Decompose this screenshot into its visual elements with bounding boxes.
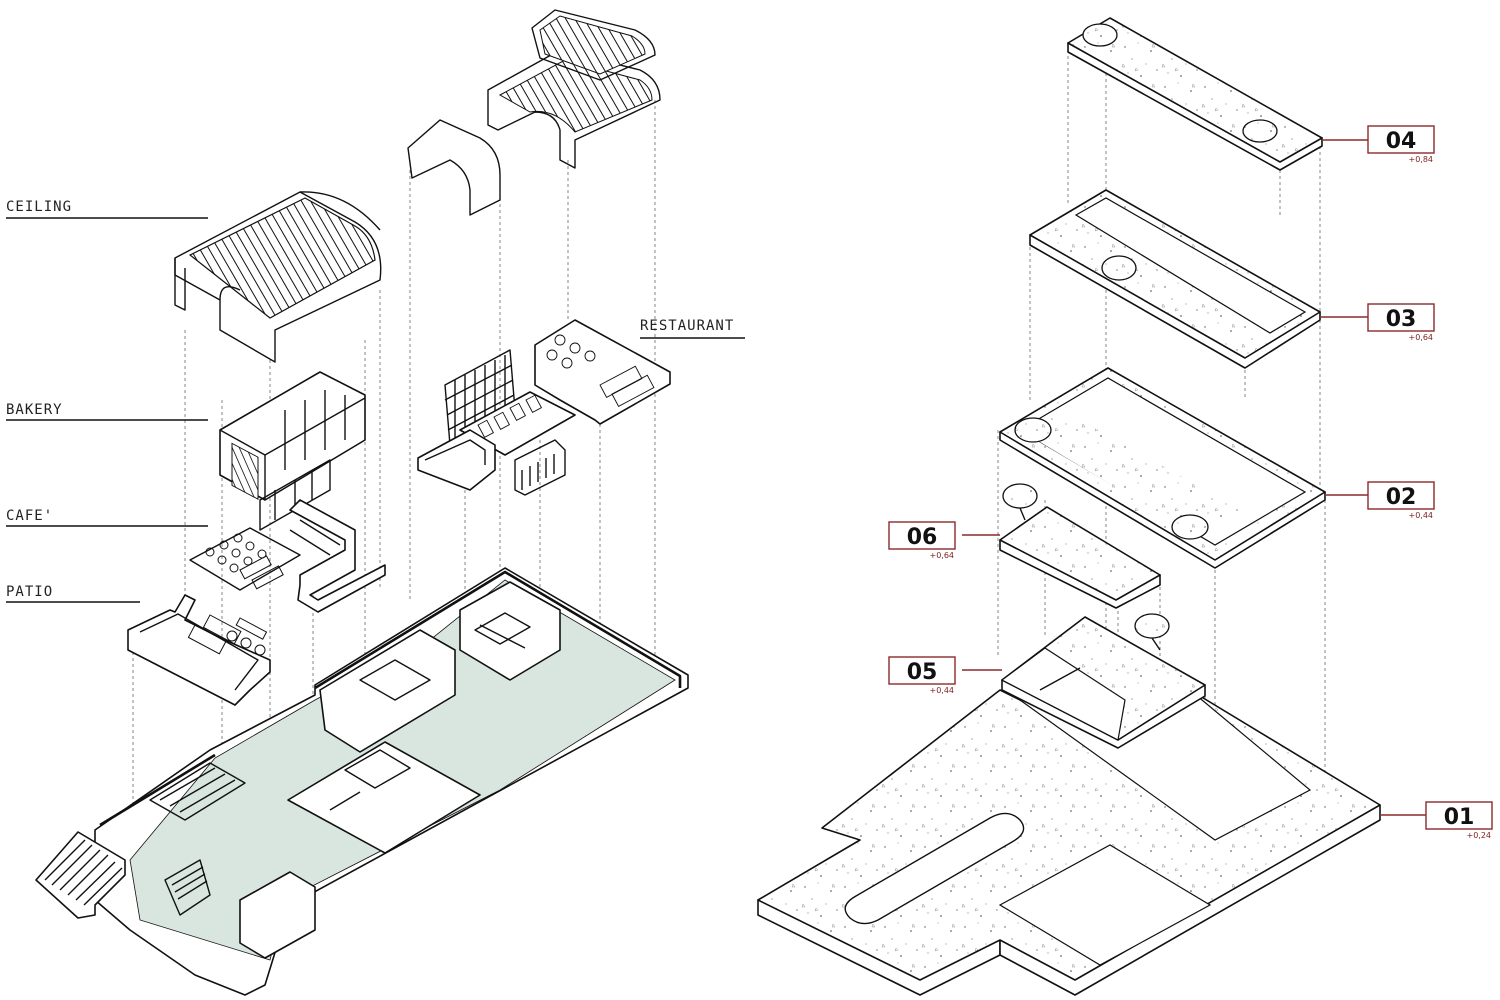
slab-06 [962,483,1161,609]
ceiling-label: CEILING [6,199,72,215]
right-level-slabs: 04 +0,84 03 +0,64 02 +0,44 06 +0,64 05 +… [757,17,1493,996]
slab-03 [1029,189,1368,369]
slab-05 [962,613,1206,749]
level-number: 01 [1444,805,1475,830]
level-number: 05 [907,660,938,685]
level-elevation: +0,44 [929,686,954,695]
ceiling-arches [407,9,661,216]
slab-02 [999,367,1368,569]
level-number: 04 [1386,129,1417,154]
level-elevation: +0,64 [1408,333,1433,342]
cafe-label: CAFE' [6,508,53,524]
level-number: 03 [1386,307,1417,332]
patio-label: PATIO [6,584,53,600]
level-badge-04: 04 +0,84 [1367,125,1435,164]
cafe-module [189,499,386,613]
slab-04 [1067,17,1368,171]
level-badge-03: 03 +0,64 [1367,303,1435,342]
level-elevation: +0,44 [1408,511,1433,520]
ceiling-module [174,191,382,363]
left-exploded-layers: CEILING BAKERY CAFE' PATIO RESTAURANT [6,9,745,996]
level-elevation: +0,24 [1466,831,1491,840]
level-badge-05: 05 +0,44 [888,656,956,695]
level-elevation: +0,84 [1408,155,1433,164]
patio-module [127,594,271,706]
level-elevation: +0,64 [929,551,954,560]
bakery-module [219,371,366,531]
restaurant-label: RESTAURANT [640,318,734,334]
level-badge-02: 02 +0,44 [1367,481,1435,520]
level-number: 06 [907,525,938,550]
ground-floor-plan [35,567,689,996]
level-number: 02 [1386,485,1417,510]
bakery-label: BAKERY [6,402,63,418]
restaurant-module [417,319,671,496]
level-badge-06: 06 +0,64 [888,521,956,560]
level-badge-01: 01 +0,24 [1425,801,1493,840]
